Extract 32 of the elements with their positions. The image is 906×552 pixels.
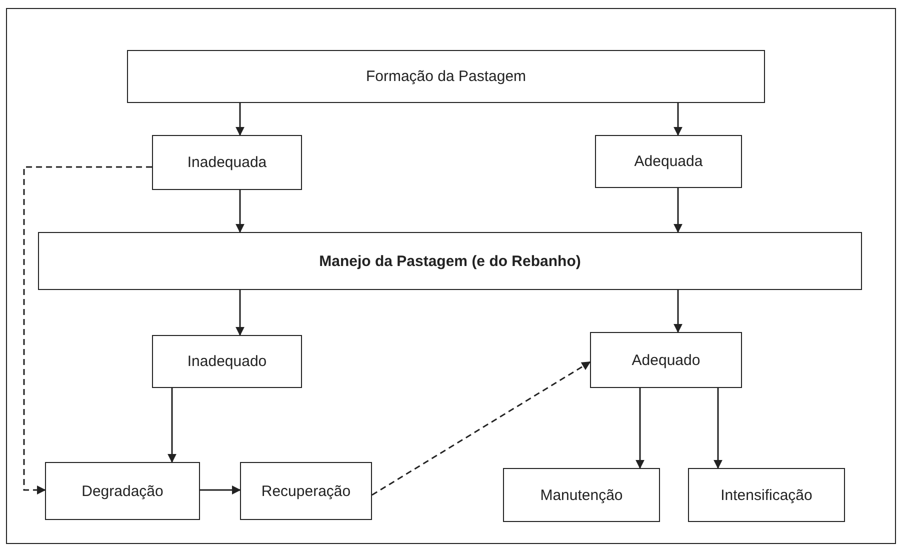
arrow [674, 188, 682, 233]
box-label: Inadequada [187, 154, 267, 171]
arrow [674, 103, 682, 136]
box-label: Intensificação [720, 486, 812, 504]
arrow [168, 388, 176, 463]
box-label: Inadequado [187, 353, 267, 370]
box-label: Recuperação [261, 482, 351, 500]
process-box [240, 462, 372, 520]
arrow [674, 290, 682, 333]
arrow [236, 190, 244, 233]
arrow [636, 388, 644, 469]
process-box [595, 135, 742, 188]
process-box [590, 332, 742, 388]
arrow [372, 361, 591, 496]
box-label: Adequada [634, 153, 703, 170]
box-label: Adequado [632, 352, 700, 368]
process-box [152, 335, 302, 388]
box-label: Manejo da Pastagem (e do Rebanho) [319, 252, 581, 270]
process-box [688, 468, 845, 522]
process-box [38, 232, 862, 290]
process-box [45, 462, 200, 520]
arrow [714, 388, 722, 469]
arrow [236, 103, 244, 136]
process-box [127, 50, 765, 103]
process-box [152, 135, 302, 190]
box-label: Formação da Pastagem [366, 68, 526, 85]
arrow [236, 290, 244, 336]
process-box [503, 468, 660, 522]
box-label: Manutenção [540, 486, 623, 504]
arrow [23, 166, 152, 494]
box-label: Degradação [82, 482, 164, 500]
arrow [200, 486, 241, 494]
